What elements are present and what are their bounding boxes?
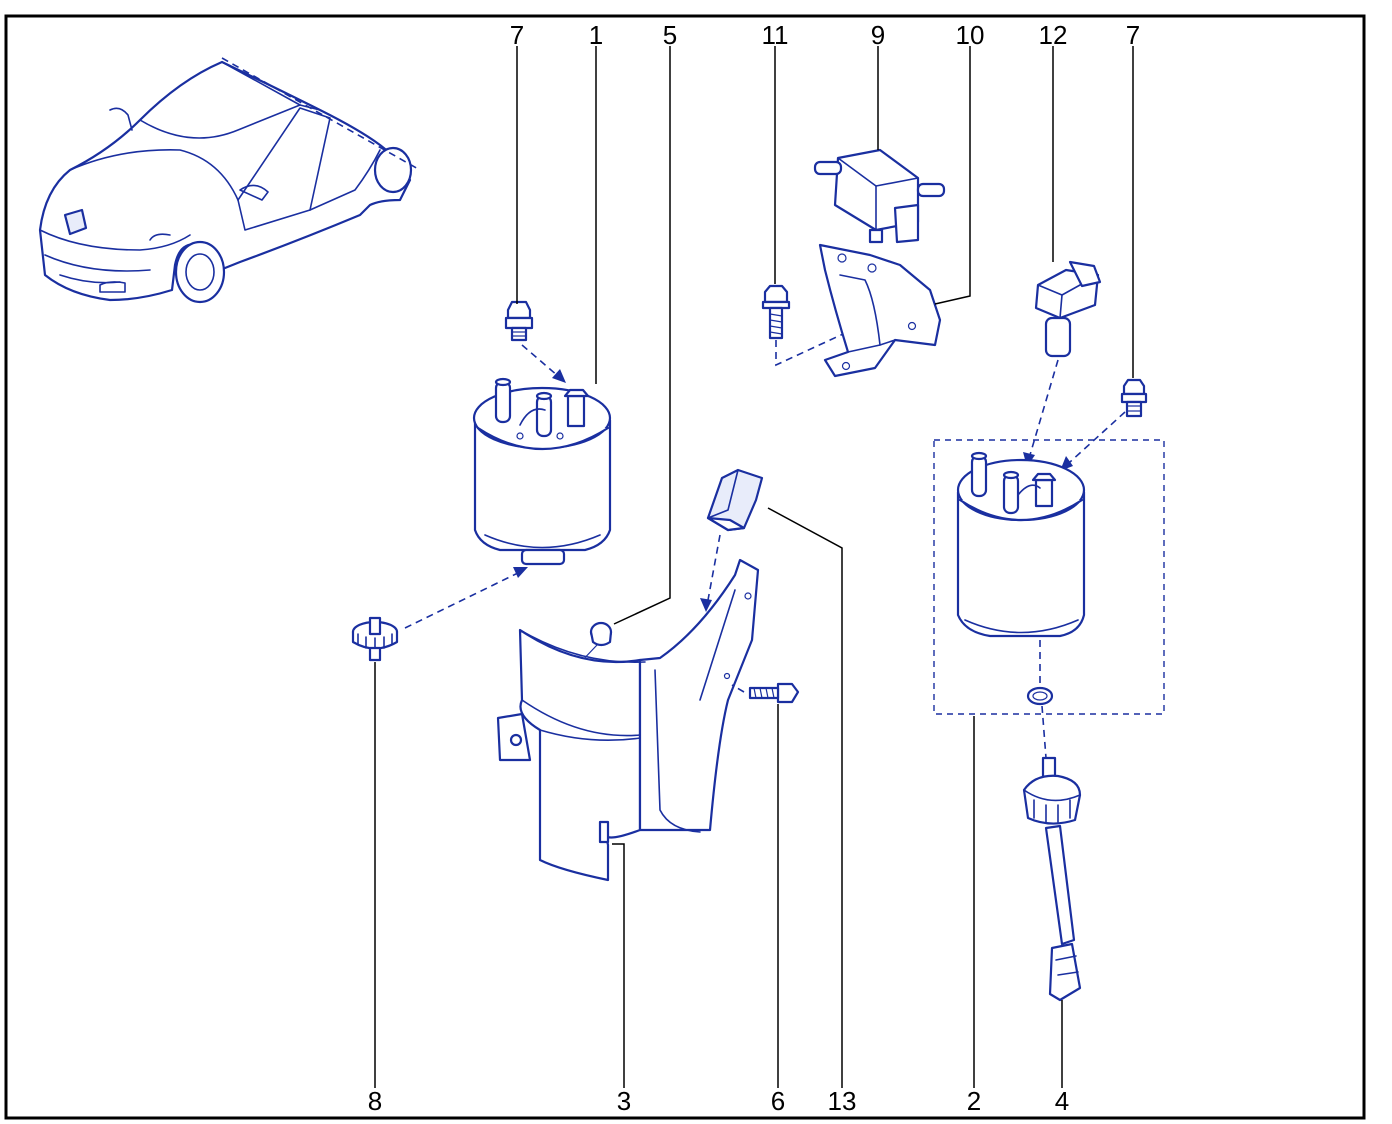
callout-3: 3 <box>617 1086 631 1116</box>
foam-pad <box>706 468 764 532</box>
callout-9: 9 <box>871 20 885 50</box>
o-ring <box>1026 686 1054 706</box>
bleed-screw-left <box>504 300 534 342</box>
diagram-frame <box>4 14 1366 1120</box>
callout-6: 6 <box>771 1086 785 1116</box>
leader-lines <box>374 46 1134 1088</box>
bolt <box>748 682 800 704</box>
heater-connector <box>1022 756 1082 1002</box>
callout-2: 2 <box>967 1086 981 1116</box>
callout-10: 10 <box>956 20 985 50</box>
filter-assembly-box <box>933 439 1165 715</box>
bleed-screw-right <box>1120 378 1148 418</box>
callout-12: 12 <box>1039 20 1068 50</box>
callout-13: 13 <box>828 1086 857 1116</box>
callout-7-left: 7 <box>510 20 524 50</box>
callout-8: 8 <box>368 1086 382 1116</box>
car-overview-illustration <box>38 57 421 304</box>
callout-numbers: 7 1 5 11 9 10 12 7 8 3 6 13 2 4 <box>368 20 1140 1116</box>
heat-shield <box>496 558 760 882</box>
fuel-filter <box>472 377 612 566</box>
callout-1: 1 <box>589 20 603 50</box>
callout-11: 11 <box>762 20 789 50</box>
callout-4: 4 <box>1055 1086 1069 1116</box>
drain-plug <box>351 616 399 662</box>
callout-7-right: 7 <box>1126 20 1140 50</box>
bracket <box>818 243 942 378</box>
sensor <box>1034 260 1102 358</box>
valve <box>813 148 946 244</box>
clip <box>589 621 613 647</box>
fuel-filter-assembly <box>956 451 1086 638</box>
callout-5: 5 <box>663 20 677 50</box>
bolt-top <box>761 284 791 340</box>
